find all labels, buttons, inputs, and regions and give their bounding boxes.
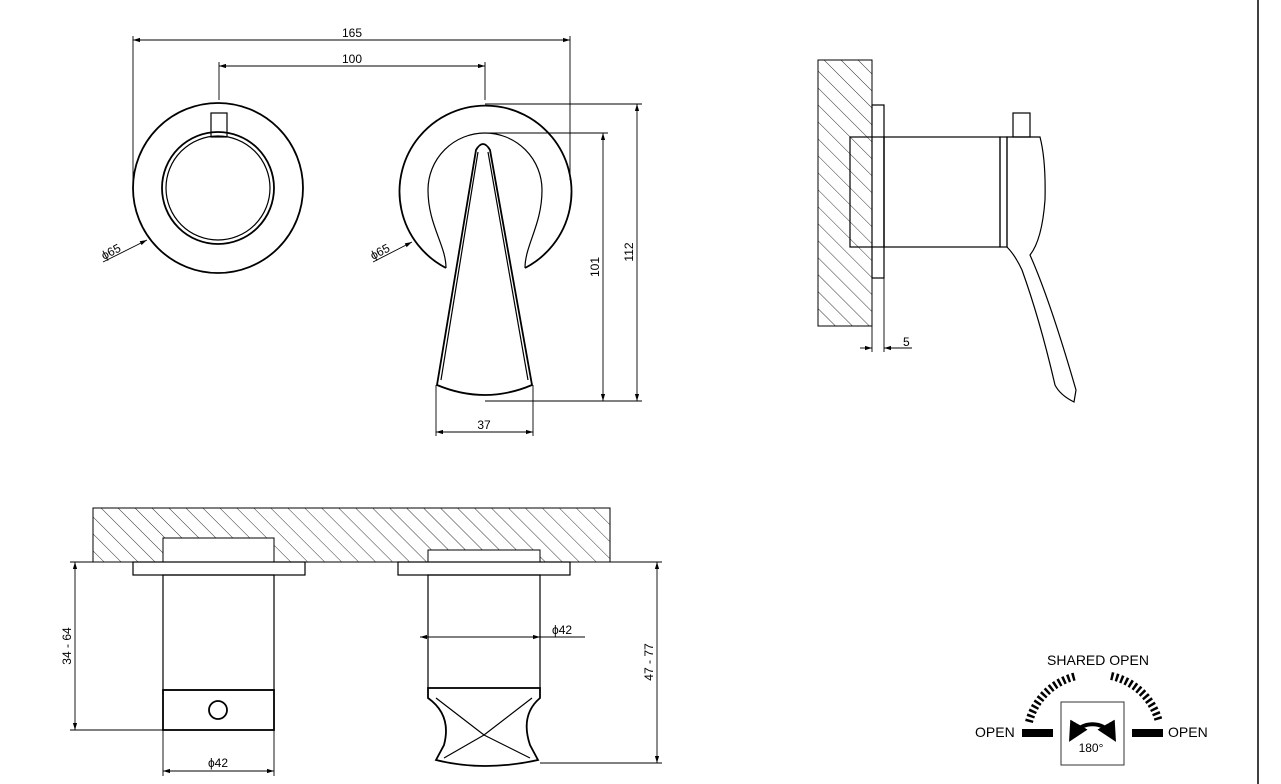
rotation-box xyxy=(1060,701,1125,766)
open-bar-left xyxy=(1022,729,1053,737)
svg-text:5: 5 xyxy=(903,335,910,349)
dimension-37: 37 xyxy=(435,385,534,436)
shared-open-arc-right xyxy=(1110,672,1163,724)
dimension-diameter-42-right: ϕ42 xyxy=(420,623,585,640)
svg-text:47 - 77: 47 - 77 xyxy=(642,643,656,681)
dimension-diameter-65-left: ϕ65 xyxy=(99,239,148,263)
open-bar-right xyxy=(1132,729,1163,737)
dimension-diameter-65-right: ϕ65 xyxy=(368,241,413,263)
svg-text:100: 100 xyxy=(342,52,362,66)
dimension-101: 101 xyxy=(485,132,608,401)
svg-text:ϕ65: ϕ65 xyxy=(368,241,393,263)
svg-text:OPEN: OPEN xyxy=(1168,724,1208,740)
dimension-47-77: 47 - 77 xyxy=(540,561,662,764)
rotation-legend: SHARED OPEN OPEN OPEN 180° xyxy=(975,652,1208,766)
side-view: 5 xyxy=(817,59,1077,403)
svg-text:101: 101 xyxy=(588,257,602,277)
svg-text:180°: 180° xyxy=(1079,741,1104,755)
svg-text:37: 37 xyxy=(477,418,491,432)
front-view-diverter xyxy=(132,102,304,274)
section-view xyxy=(92,507,611,767)
svg-text:34 - 64: 34 - 64 xyxy=(60,627,74,665)
dimension-34-64: 34 - 64 xyxy=(60,561,163,731)
svg-text:112: 112 xyxy=(622,242,636,261)
dimension-112: 112 xyxy=(485,103,642,402)
svg-text:165: 165 xyxy=(342,26,362,40)
shared-open-arc-left xyxy=(1025,672,1078,724)
svg-text:SHARED OPEN: SHARED OPEN xyxy=(1047,652,1149,668)
dimension-100: 100 xyxy=(218,52,486,100)
rotate-arrow-icon xyxy=(1069,719,1116,742)
front-view-mixer xyxy=(398,104,573,396)
dimension-165: 165 xyxy=(132,26,571,185)
svg-text:ϕ42: ϕ42 xyxy=(208,756,228,770)
svg-text:ϕ65: ϕ65 xyxy=(99,241,124,263)
dimension-diameter-42-bottom: ϕ42 xyxy=(162,730,275,776)
svg-text:OPEN: OPEN xyxy=(975,724,1015,740)
svg-text:ϕ42: ϕ42 xyxy=(552,623,572,637)
